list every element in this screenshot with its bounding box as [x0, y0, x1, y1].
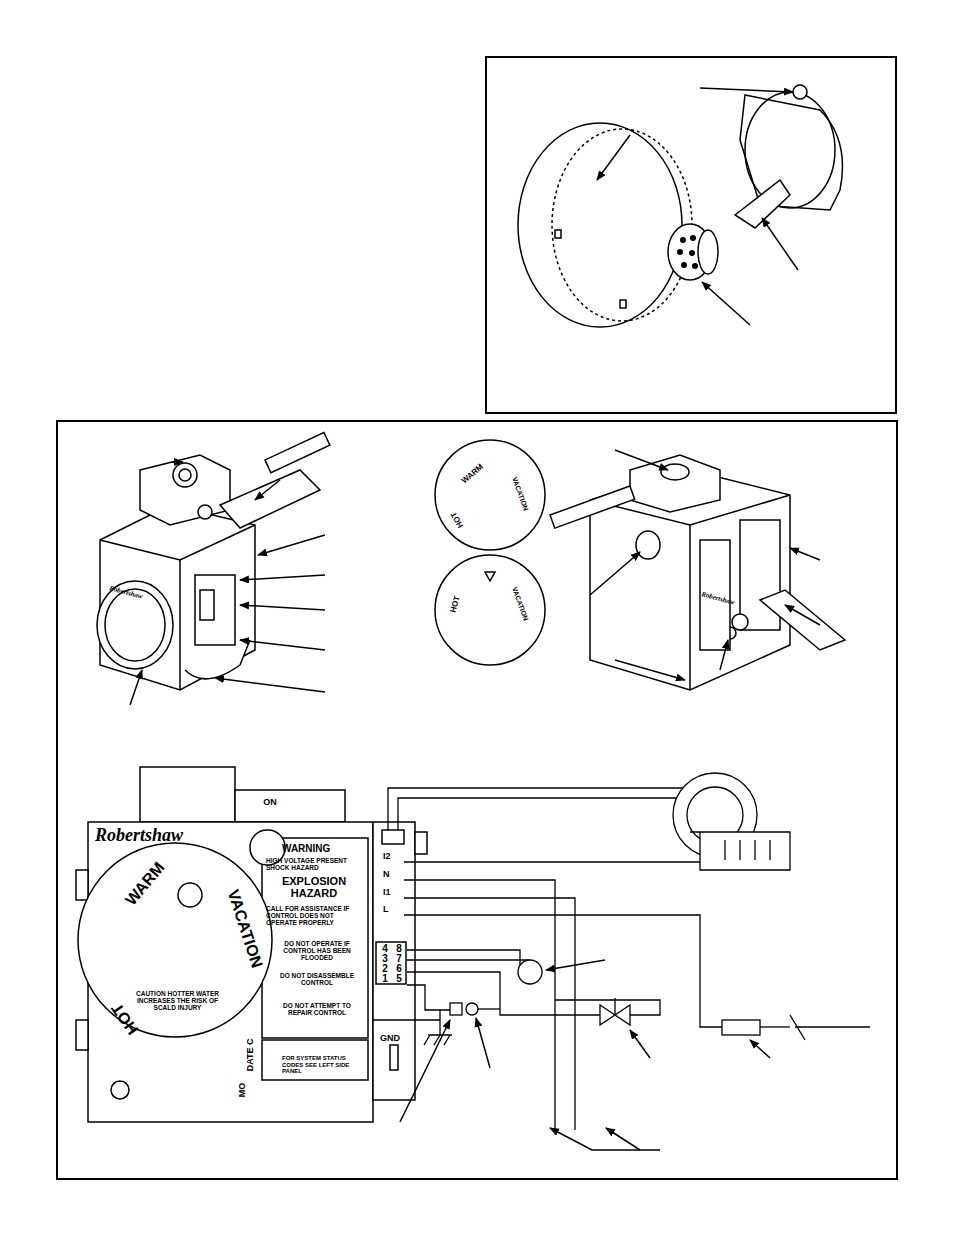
dial-label: HOT: [444, 500, 472, 539]
pin-number: 8: [393, 943, 405, 954]
dial-label: VACATION: [221, 879, 269, 980]
warning-text: DO NOT OPERATE IF CONTROL HAS BEEN FLOOD…: [272, 940, 362, 961]
terminal-label: GND: [380, 1034, 410, 1044]
terminal-label: N: [383, 870, 403, 880]
pin-number: 1: [379, 973, 391, 984]
pin-number: 2: [379, 963, 391, 974]
warning-text: HIGH VOLTAGE PRESENT SHOCK HAZARD: [266, 857, 362, 871]
pin-number: 3: [379, 953, 391, 964]
pin-number: 7: [393, 953, 405, 964]
dial-label: VACATION: [506, 574, 534, 633]
dial-label: WARM: [116, 851, 174, 916]
date-label: DATE C: [246, 1030, 256, 1080]
dial-label: WARM: [451, 455, 495, 494]
dial-label: VACATION: [506, 464, 534, 523]
brand-logo: Robertshaw: [700, 591, 770, 617]
pin-number: 6: [393, 963, 405, 974]
caution-note: CAUTION HOTTER WATER INCREASES THE RISK …: [135, 990, 220, 1011]
brand-logo: Robertshaw: [95, 826, 245, 846]
warning-heading: EXPLOSION HAZARD: [272, 875, 356, 899]
pin-number: 4: [379, 943, 391, 954]
terminal-label: L: [383, 905, 403, 915]
model-label: MO: [238, 1075, 248, 1105]
warning-text: CALL FOR ASSISTANCE IF CONTROL DOES NOT …: [266, 905, 362, 926]
terminal-label: I1: [383, 888, 403, 898]
switch-label: ON: [255, 798, 285, 808]
warning-text: DO NOT DISASSEMBLE CONTROL: [272, 972, 362, 986]
warning-title: WARNING: [282, 843, 362, 854]
pin-number: 5: [393, 973, 405, 984]
warning-text: DO NOT ATTEMPT TO REPAIR CONTROL: [272, 1002, 362, 1016]
terminal-label: I2: [383, 852, 403, 862]
status-note: FOR SYSTEM STATUS CODES SEE LEFT SIDE PA…: [282, 1055, 364, 1075]
dial-label: HOT: [447, 584, 466, 625]
brand-logo: Robertshaw: [108, 585, 178, 611]
